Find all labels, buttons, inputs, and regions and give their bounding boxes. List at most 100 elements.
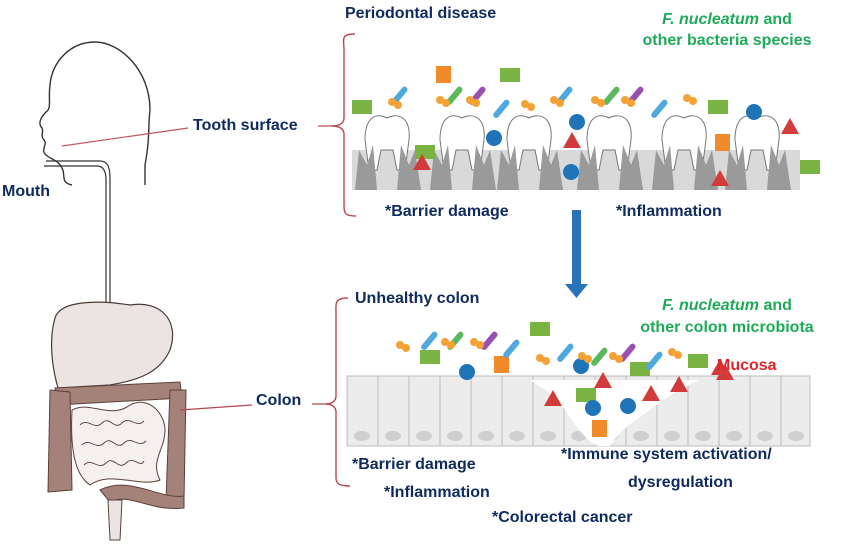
green-rectangle-icon xyxy=(415,145,435,159)
green-rectangle-icon xyxy=(530,322,550,336)
cocci-icon xyxy=(388,98,396,106)
colon-effect-immune-2: dysregulation xyxy=(628,474,733,491)
tooth-icon xyxy=(439,115,485,171)
cocci-icon xyxy=(556,99,564,107)
cell-nucleus xyxy=(447,431,463,441)
liver-stomach xyxy=(50,301,174,389)
cocci-icon xyxy=(470,338,478,346)
oral-title: Periodontal disease xyxy=(345,5,497,22)
oral-bracket xyxy=(331,33,357,217)
orange-cube-icon xyxy=(592,420,607,437)
colon-label: Colon xyxy=(256,392,302,409)
rod-bacterium-icon xyxy=(603,86,620,105)
cell-nucleus xyxy=(416,431,432,441)
cocci-icon xyxy=(683,94,691,102)
orange-cube-icon xyxy=(436,66,451,83)
cell-nucleus xyxy=(478,431,494,441)
colon-effect-inflammation: *Inflammation xyxy=(384,484,490,501)
tissue-damage-gap xyxy=(530,380,700,446)
tooth-surface-label: Tooth surface xyxy=(193,117,298,134)
gum-tissue xyxy=(725,145,791,190)
cell-nucleus xyxy=(385,431,401,441)
blue-circle-icon xyxy=(459,364,475,380)
cocci-icon xyxy=(436,96,444,104)
cocci-icon xyxy=(597,99,605,107)
cell-nucleus xyxy=(757,431,773,441)
gum-tissue xyxy=(430,145,496,190)
cocci-icon xyxy=(402,344,410,352)
green-rectangle-icon xyxy=(630,362,650,376)
colon-epithelium xyxy=(346,375,811,447)
rod-bacterium-icon xyxy=(503,339,520,358)
tooth-icon xyxy=(661,115,707,171)
species-suffix: and xyxy=(759,11,792,28)
rod-bacterium-icon xyxy=(493,99,510,118)
cocci-icon xyxy=(627,99,635,107)
green-rectangle-icon xyxy=(688,354,708,368)
blue-circle-icon xyxy=(620,398,636,414)
cell-nucleus xyxy=(540,431,556,441)
sigmoid-colon xyxy=(99,484,185,510)
head-outline xyxy=(39,41,151,186)
species-name: F. nucleatum xyxy=(662,11,759,28)
rod-bacterium-icon xyxy=(421,331,438,350)
cocci-icon xyxy=(591,96,599,104)
oral-effect-barrier: *Barrier damage xyxy=(385,203,509,220)
cocci-icon xyxy=(442,99,450,107)
blue-circle-icon xyxy=(563,164,579,180)
red-triangle-icon xyxy=(711,170,729,186)
tooth-icon xyxy=(506,115,552,171)
red-triangle-icon xyxy=(642,385,660,401)
orange-cube-icon xyxy=(715,134,730,151)
colon-title: Unhealthy colon xyxy=(355,290,480,307)
descending-colon xyxy=(165,389,187,501)
rod-bacterium-icon xyxy=(619,343,636,362)
microbe-shapes xyxy=(352,66,820,437)
green-rectangle-icon xyxy=(708,100,728,114)
colon-pointer xyxy=(179,404,253,411)
rod-bacterium-icon xyxy=(646,351,663,370)
red-triangle-icon xyxy=(594,372,612,388)
oral-bacteria-label: F. nucleatum and other bacteria species xyxy=(612,9,842,51)
tooth-icon xyxy=(586,115,632,171)
gum-tissue xyxy=(577,145,643,190)
esophagus xyxy=(46,160,111,330)
cocci-icon xyxy=(584,355,592,363)
cocci-icon xyxy=(447,341,455,349)
red-triangle-icon xyxy=(563,132,581,148)
cocci-icon xyxy=(542,357,550,365)
rod-bacterium-icon xyxy=(557,343,574,362)
species-line2: other colon microbiota xyxy=(640,319,814,336)
digestive-organs xyxy=(47,301,187,541)
rectum xyxy=(107,499,123,541)
cell-nucleus xyxy=(726,431,742,441)
colon-bacteria-label: F. nucleatum and other colon microbiota xyxy=(612,295,842,339)
human-body-illustration xyxy=(39,41,151,330)
cell-nucleus xyxy=(509,431,525,441)
cell-nucleus xyxy=(695,431,711,441)
cocci-icon xyxy=(521,100,529,108)
species-name: F. nucleatum xyxy=(662,297,759,314)
gum-tissue xyxy=(355,145,421,190)
tooth-icon xyxy=(364,115,410,171)
small-intestine xyxy=(71,402,166,486)
rod-bacterium-icon xyxy=(446,86,463,105)
cell-nucleus xyxy=(633,431,649,441)
blue-circle-icon xyxy=(585,400,601,416)
colon-effect-barrier: *Barrier damage xyxy=(352,456,476,473)
mouth-label: Mouth xyxy=(2,183,50,200)
species-suffix: and xyxy=(759,297,792,314)
cocci-icon xyxy=(476,341,484,349)
blue-circle-icon xyxy=(569,114,585,130)
mucosa-legend-triangle-icon xyxy=(711,359,729,375)
oral-effect-inflammation: *Inflammation xyxy=(616,203,722,220)
blue-circle-icon xyxy=(573,358,589,374)
red-triangle-icon xyxy=(781,118,799,134)
red-triangle-icon xyxy=(670,376,688,392)
cell-nucleus xyxy=(354,431,370,441)
green-rectangle-icon xyxy=(420,350,440,364)
down-arrow-icon xyxy=(565,210,588,298)
cocci-icon xyxy=(441,338,449,346)
gum-tissue xyxy=(652,145,718,190)
